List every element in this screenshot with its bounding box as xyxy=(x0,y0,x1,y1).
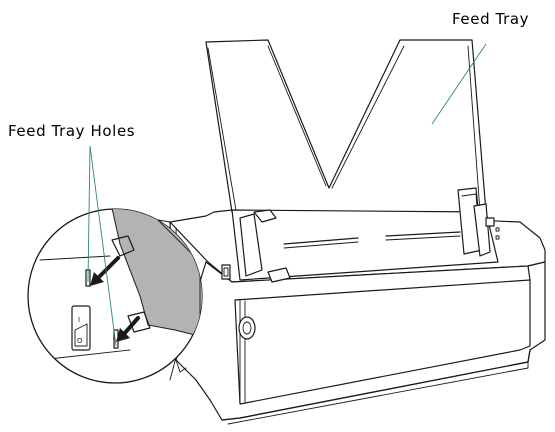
leader-line-hole-top xyxy=(87,145,91,283)
svg-text:I: I xyxy=(78,316,80,324)
power-switch-icon xyxy=(221,264,231,280)
left-guide-clip xyxy=(239,209,291,283)
svg-text:O: O xyxy=(77,337,83,345)
leader-line-hole-bottom xyxy=(89,145,117,347)
leader-line-feed-tray xyxy=(431,43,487,125)
inset-power-switch-icon: I O xyxy=(71,305,91,351)
callout-feed-tray-holes: Feed Tray Holes xyxy=(8,122,135,347)
label-feed-tray-holes: Feed Tray Holes xyxy=(8,122,135,140)
arrow-top-icon xyxy=(90,256,120,286)
right-guide-clip xyxy=(457,187,495,257)
knob-icon xyxy=(238,316,256,340)
callout-feed-tray: Feed Tray xyxy=(431,10,529,125)
paper-guide xyxy=(231,187,500,283)
label-feed-tray: Feed Tray xyxy=(452,10,529,28)
arrow-bottom-icon xyxy=(116,316,140,342)
feed-tray xyxy=(205,39,487,213)
